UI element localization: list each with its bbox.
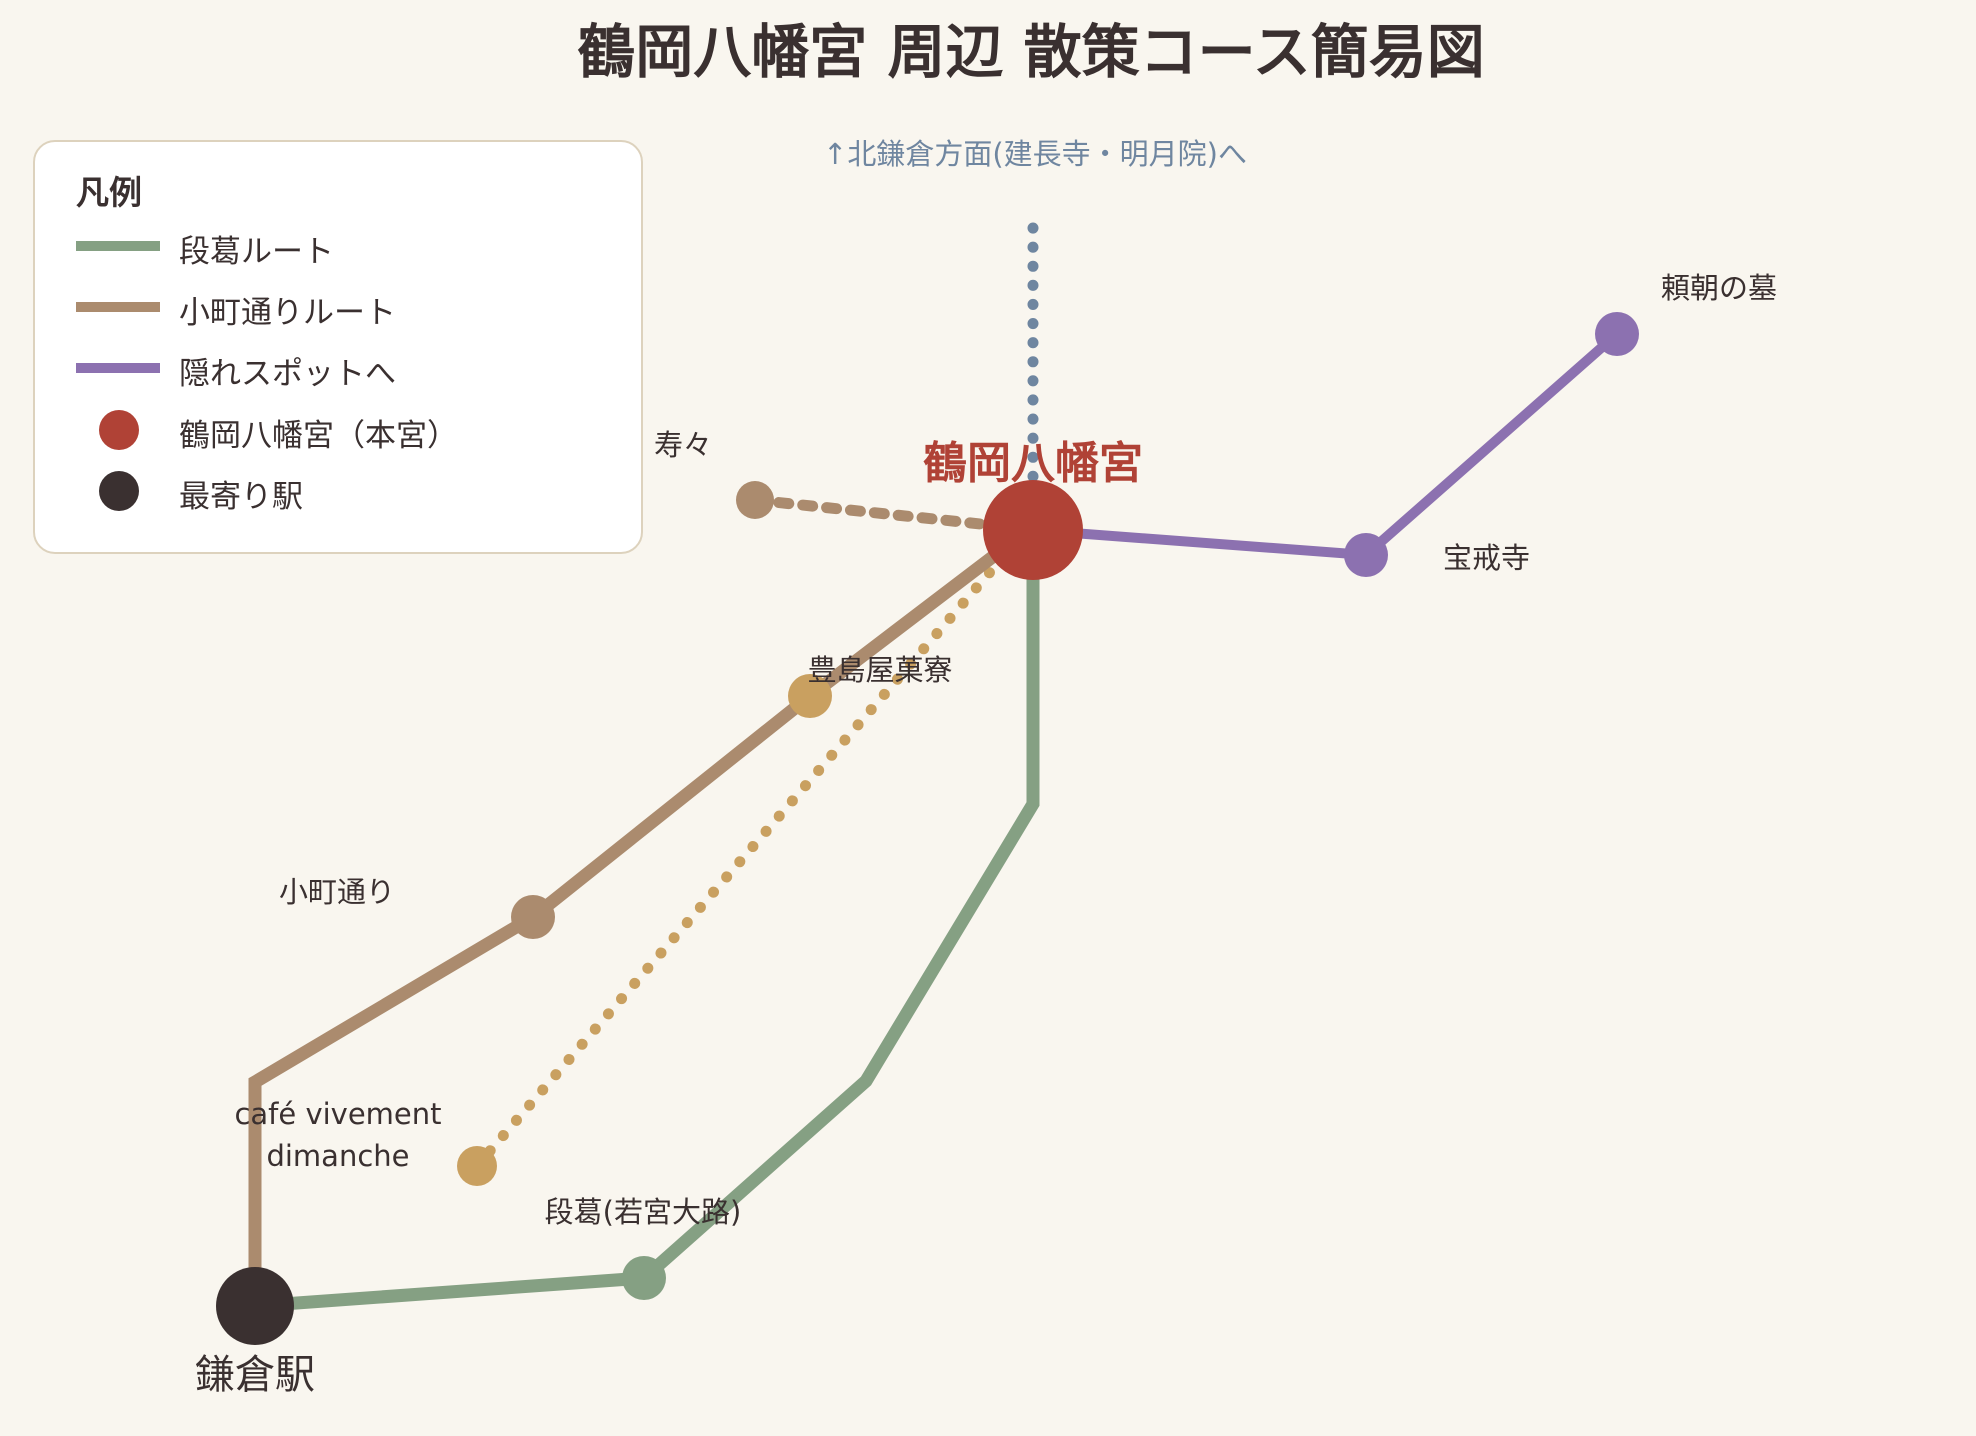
- hokaiji-label: 宝戒寺: [1443, 541, 1530, 575]
- map-title: 鶴岡八幡宮 周辺 散策コース簡易図: [577, 18, 1485, 86]
- legend-item-komachi-route: 小町通りルート: [35, 281, 641, 331]
- cafe-label-line2: dimanche: [266, 1139, 409, 1173]
- legend-item-station: 最寄り駅: [35, 465, 641, 515]
- legend-label: 最寄り駅: [179, 479, 303, 515]
- station-marker[interactable]: [216, 1267, 294, 1345]
- shrine-label: 鶴岡八幡宮: [923, 438, 1143, 489]
- kotobuki-marker[interactable]: [736, 481, 774, 519]
- legend-label: 段葛ルート: [179, 234, 334, 270]
- north-direction-label: ↑北鎌倉方面(建長寺・明月院)へ: [823, 137, 1247, 171]
- toshimaya-label: 豊島屋菓寮: [807, 653, 952, 687]
- legend-label: 隠れスポットへ: [179, 356, 396, 392]
- yoritomo-marker[interactable]: [1595, 312, 1639, 356]
- toshimaya-marker[interactable]: [788, 674, 832, 718]
- station-dot-swatch: [99, 471, 139, 511]
- kotobuki-label: 寿々: [654, 428, 712, 462]
- dankazura-label: 段葛(若宮大路): [545, 1195, 742, 1229]
- komachi-marker[interactable]: [511, 895, 555, 939]
- legend-item-dankazura-route: 段葛ルート: [35, 220, 641, 270]
- dankazura-route: [254, 530, 1040, 1313]
- yoritomo-label: 頼朝の墓: [1661, 271, 1777, 305]
- dankazura-route-swatch: [76, 241, 160, 251]
- legend-title: 凡例: [76, 173, 142, 212]
- komachi-route-swatch: [76, 302, 160, 312]
- legend-item-hidden-route: 隠れスポットへ: [35, 342, 641, 392]
- legend-panel: 凡例 段葛ルート 小町通りルート 隠れスポットへ 鶴岡八幡宮（本宮） 最寄り駅: [33, 140, 643, 554]
- hidden-route-swatch: [76, 363, 160, 373]
- legend-label: 鶴岡八幡宮（本宮）: [179, 418, 458, 454]
- legend-label: 小町通りルート: [179, 295, 396, 331]
- legend-item-shrine: 鶴岡八幡宮（本宮）: [35, 404, 641, 454]
- station-label: 鎌倉駅: [195, 1352, 315, 1398]
- kotobuki-path: [749, 494, 996, 531]
- hokaiji-marker[interactable]: [1344, 533, 1388, 577]
- shrine-dot-swatch: [99, 410, 139, 450]
- komachi-label: 小町通り: [279, 875, 395, 909]
- cafe-label-line1: café vivement: [234, 1097, 441, 1131]
- cafe-marker[interactable]: [457, 1146, 497, 1186]
- shrine-marker[interactable]: [983, 480, 1083, 580]
- cafe-path: [471, 551, 1009, 1172]
- dankazura-marker[interactable]: [622, 1256, 666, 1300]
